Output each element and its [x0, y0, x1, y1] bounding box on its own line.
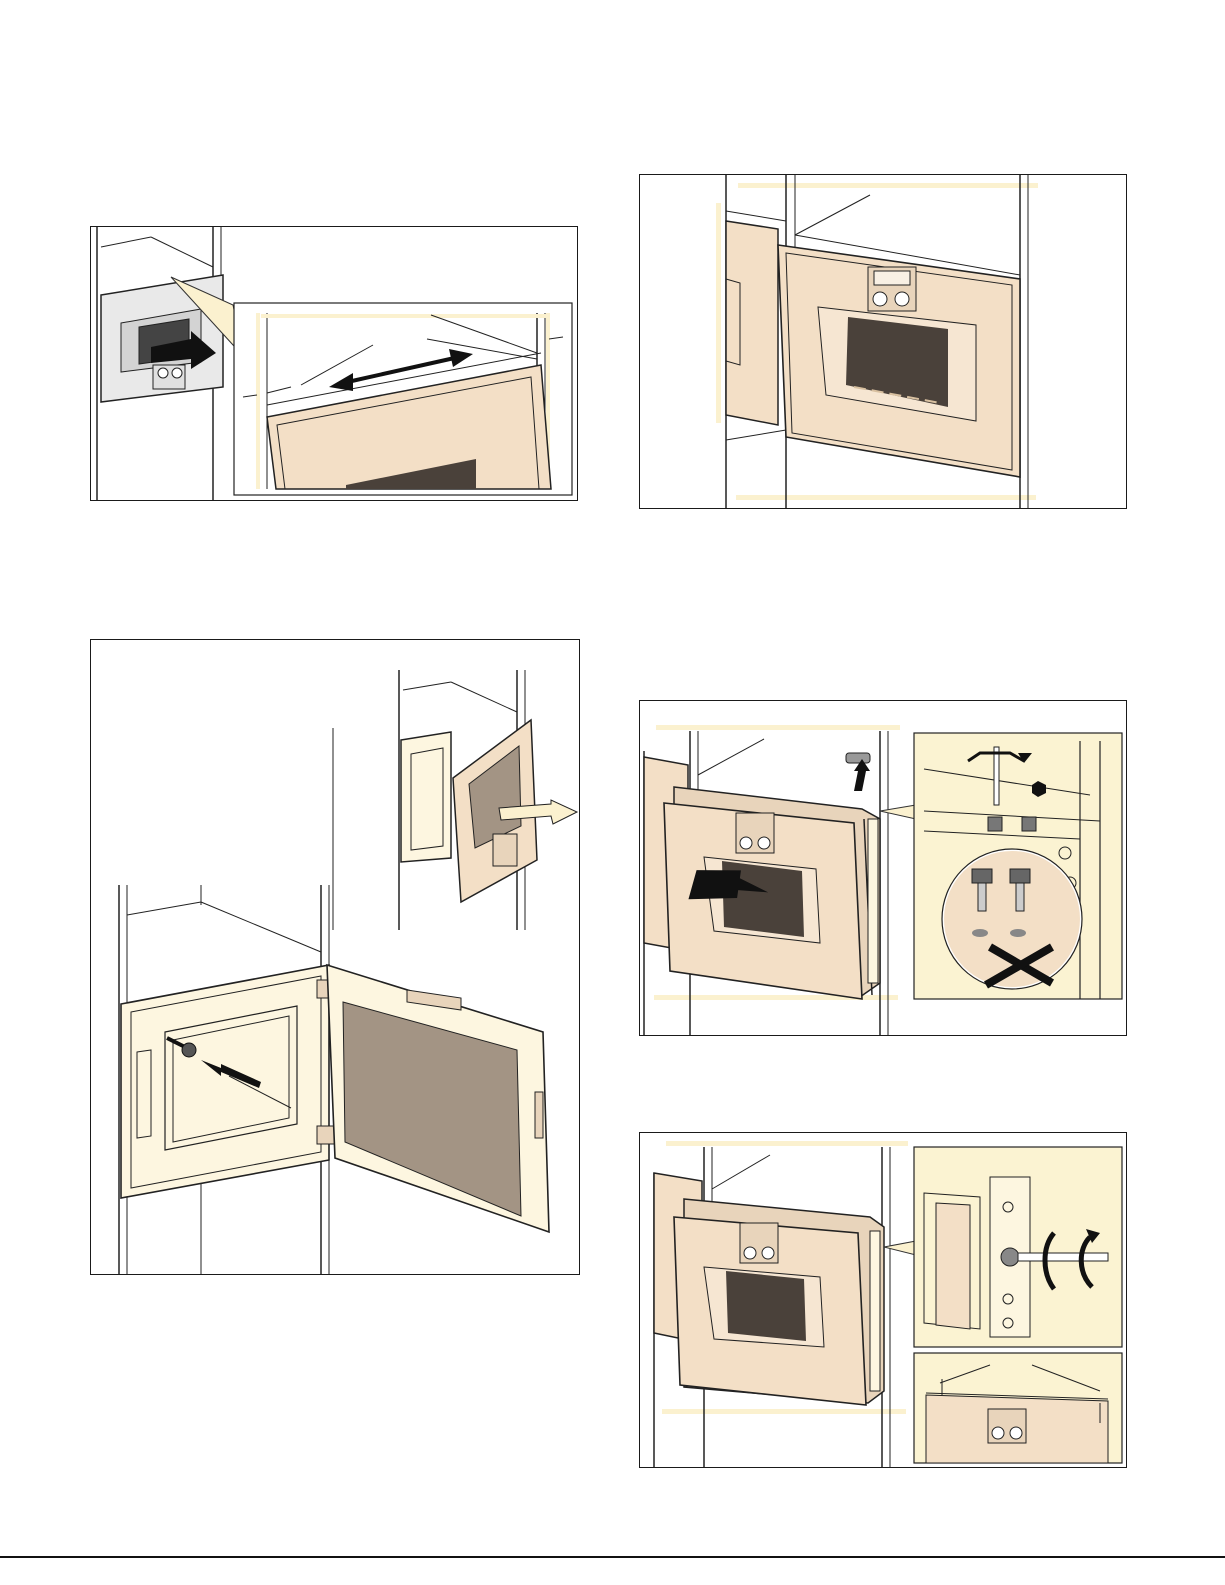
figure-remove-door-screw: Door opened, fixing screw inserted throu… [90, 639, 580, 1275]
figure-height-adjust-screws: Cover removed, adjusting screws turned w… [639, 700, 1127, 1036]
figure-door-aligned-view: Appliance with door flush beside adjacen… [639, 174, 1127, 509]
figure-side-adjust: Side adjusting screw turned, gap checked… [639, 1132, 1127, 1468]
page-bottom-rule [0, 1556, 1225, 1558]
figure-align-door-gap: Door aligned to even gap in cabinet open… [90, 226, 578, 501]
adjust-screws-illustration [640, 701, 1127, 1036]
aligned-door-illustration [640, 175, 1127, 509]
side-adjust-illustration [640, 1133, 1127, 1468]
door-screw-illustration [91, 640, 580, 1275]
align-door-illustration [91, 227, 578, 501]
